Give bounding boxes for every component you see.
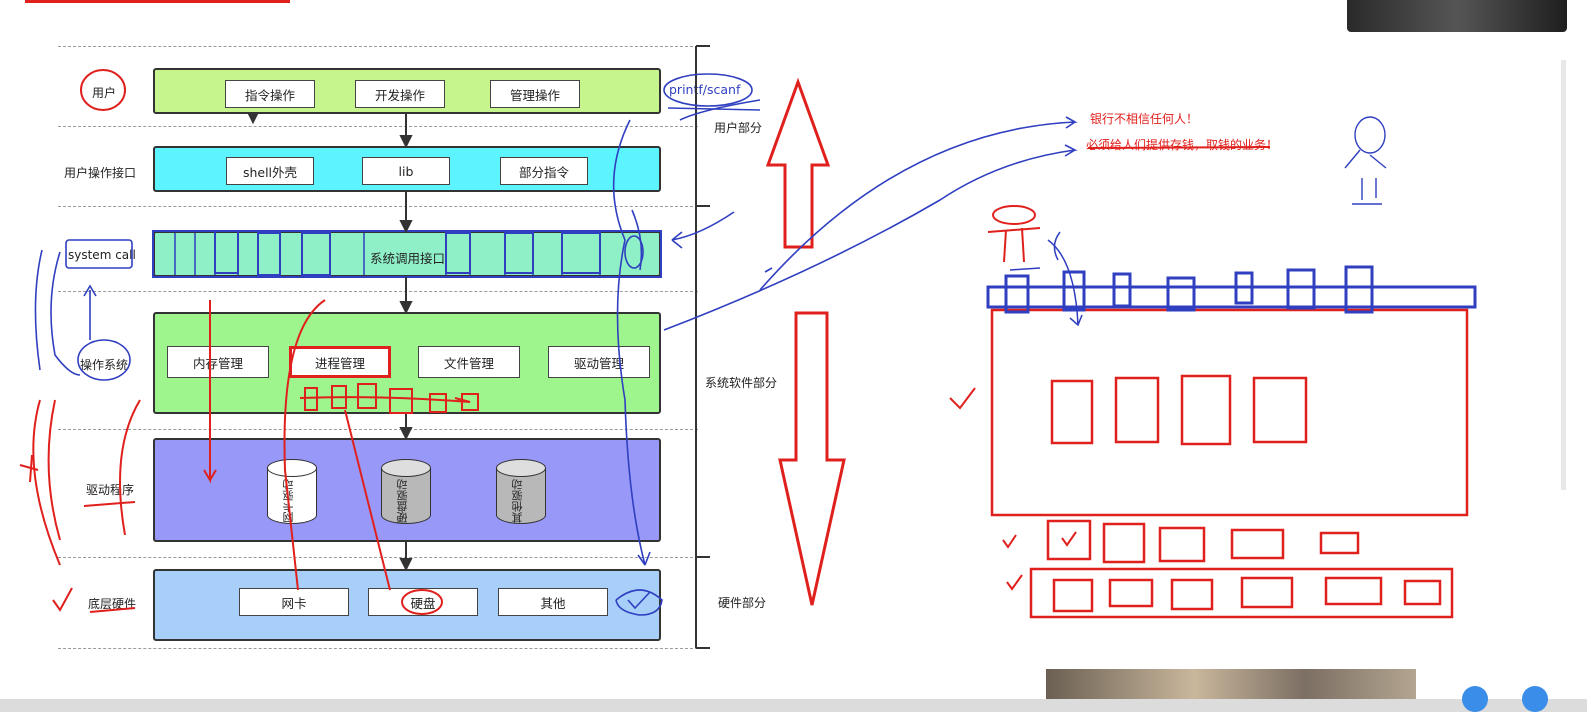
bottom-bar [0,699,1587,712]
btn-manage-op: 管理操作 [490,80,580,108]
btn-command-op: 指令操作 [225,80,315,108]
separator [58,206,698,207]
cylinder-disk-driver: 硬盘驱动 [381,459,431,525]
chat-icon[interactable] [1522,686,1548,712]
bank-note-1: 银行不相信任何人！ [1090,112,1199,126]
label-os: 操作系统 [80,358,129,372]
label-hardware: 底层硬件 [88,597,137,611]
separator [58,126,698,127]
bank-sketch [949,116,1477,619]
btn-shell: shell外壳 [226,157,314,185]
btn-other: 其他 [498,588,608,616]
scrollbar[interactable] [1561,60,1566,490]
big-up-arrow [765,77,831,249]
separator [58,46,698,47]
video-thumbnail [1046,669,1416,699]
btn-lib: lib [362,157,450,185]
label-driver: 驱动程序 [86,483,135,497]
btn-dev-op: 开发操作 [355,80,445,108]
top-red-stroke [25,0,290,3]
layer-arrows [247,113,413,572]
cylinder-other-driver: 其他驱动 [496,459,546,525]
btn-partial-cmd: 部分指令 [500,157,588,185]
btn-driver-mgmt: 驱动管理 [548,346,650,378]
bracket-hardware-part: 硬件部分 [718,596,767,610]
cylinder-nic-driver: 网卡驱动 [267,459,317,525]
label-syscall: system call [68,248,136,262]
red-ink-left [19,69,479,615]
syscall-center-label: 系统调用接口 [370,251,446,266]
btn-process: 进程管理 [289,346,391,378]
separator [58,429,698,430]
printf-scanf-note: printf/scanf [669,82,741,97]
big-down-arrow [778,311,846,606]
separator [58,648,698,649]
blue-ink-left [34,73,1078,616]
right-bracket [695,45,710,649]
syscall-cells [152,230,662,278]
separator [58,291,698,292]
label-user: 用户 [92,86,117,100]
bracket-user-part: 用户部分 [714,121,763,135]
separator [58,557,698,558]
label-interface: 用户操作接口 [64,166,137,180]
btn-memory: 内存管理 [167,346,269,378]
btn-nic: 网卡 [239,588,349,616]
bracket-system-part: 系统软件部分 [705,376,778,390]
webcam-thumbnail [1347,0,1567,32]
btn-disk: 硬盘 [368,588,478,616]
hand-raise-icon[interactable] [1462,686,1488,712]
btn-file: 文件管理 [418,346,520,378]
